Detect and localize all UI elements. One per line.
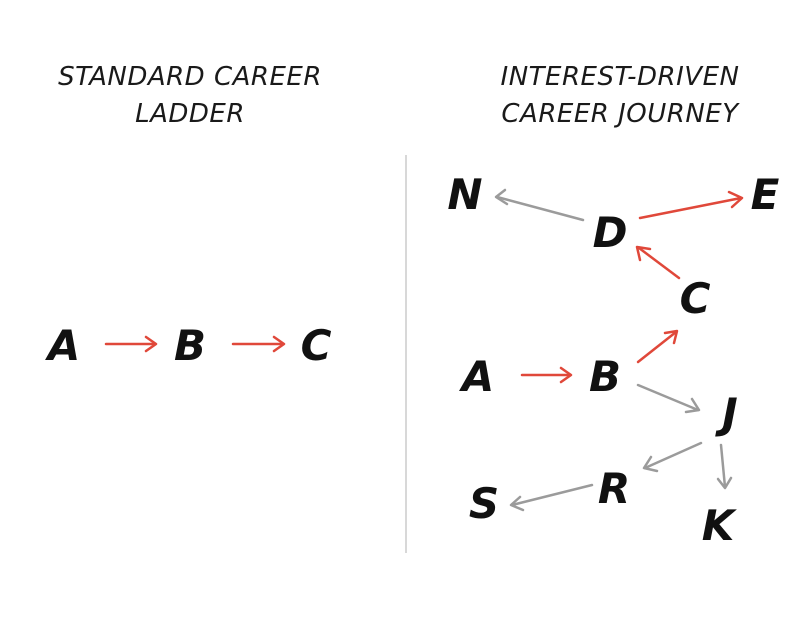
- left-title-line2: LADDER: [135, 99, 245, 129]
- left-arrow-b-to-c: [231, 335, 286, 353]
- right-node-k: K: [702, 501, 738, 550]
- standard-career-ladder-panel: STANDARD CAREER LADDER A B C: [45, 62, 332, 370]
- interest-driven-journey-panel: INTEREST-DRIVEN CAREER JOURNEY N D E C A…: [447, 62, 779, 550]
- right-arrow-b-to-c: [636, 329, 679, 364]
- right-arrow-b-to-j: [636, 383, 701, 414]
- right-node-c: C: [680, 274, 711, 323]
- right-node-n: N: [447, 170, 482, 219]
- right-arrow-j-to-r: [642, 441, 703, 473]
- left-node-b: B: [174, 321, 206, 370]
- right-node-e: E: [751, 170, 780, 219]
- left-title-line1: STANDARD CAREER: [58, 62, 322, 92]
- right-node-a: A: [459, 352, 495, 401]
- right-node-r: R: [598, 464, 630, 513]
- right-arrow-d-to-n: [494, 188, 585, 222]
- right-node-b: B: [589, 352, 621, 401]
- right-arrow-d-to-e: [638, 190, 744, 220]
- right-arrow-j-to-k: [716, 443, 733, 490]
- right-title-line1: INTEREST-DRIVEN: [501, 62, 740, 92]
- right-node-d: D: [593, 208, 628, 257]
- left-node-c: C: [301, 321, 332, 370]
- right-node-j: J: [715, 389, 738, 438]
- right-arrow-a-to-b: [520, 366, 573, 384]
- right-title-line2: CAREER JOURNEY: [501, 99, 740, 129]
- left-arrow-a-to-b: [104, 335, 158, 353]
- right-arrow-c-to-d: [635, 245, 681, 280]
- right-arrow-r-to-s: [509, 483, 594, 512]
- right-node-s: S: [469, 479, 499, 528]
- left-node-a: A: [45, 321, 81, 370]
